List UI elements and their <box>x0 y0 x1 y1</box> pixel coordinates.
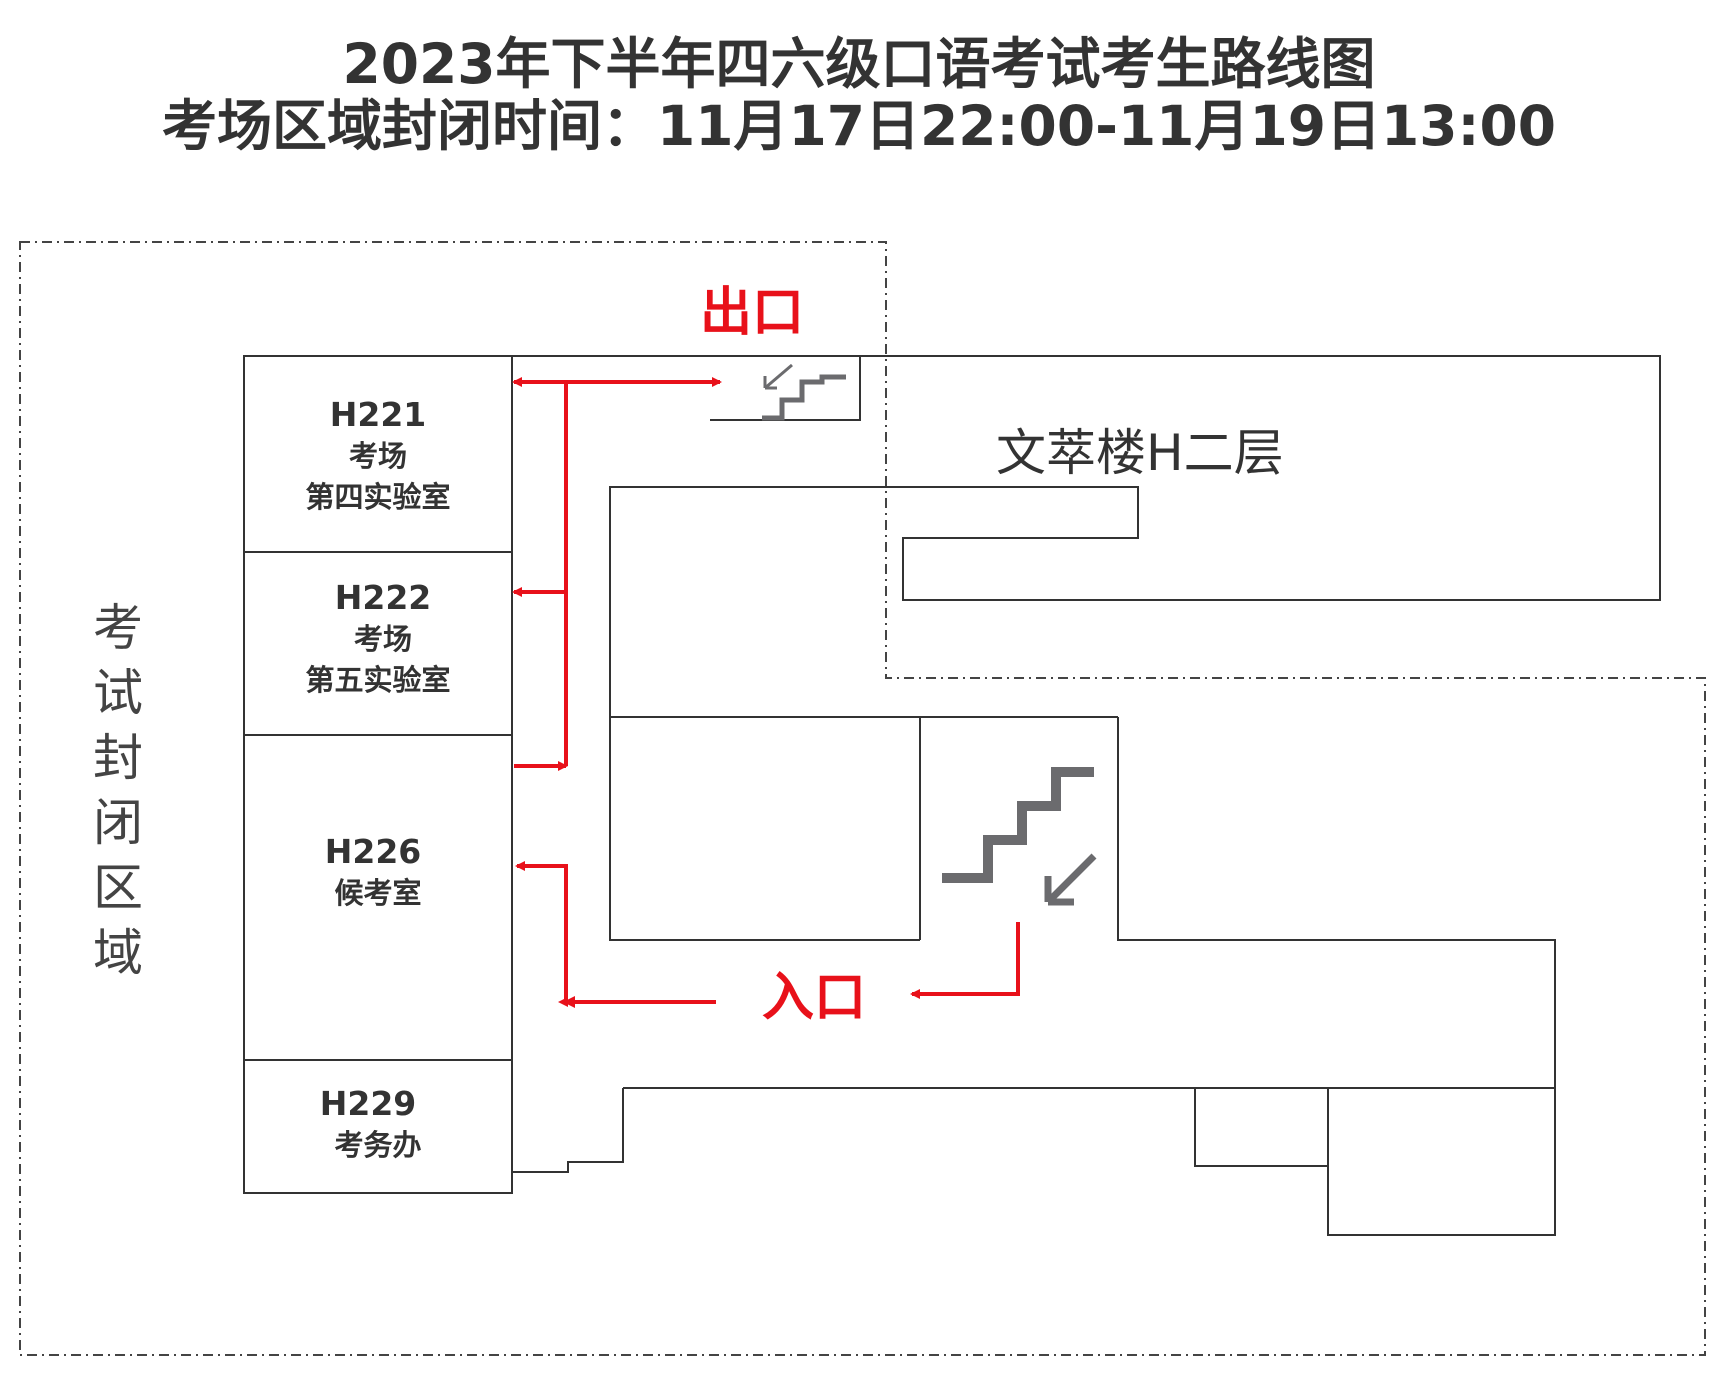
route-from-entrance-stairs <box>910 922 1020 999</box>
closed-zone-label-char: 域 <box>93 924 143 982</box>
route-entrance-to-h226 <box>515 861 716 1004</box>
room-block <box>243 355 513 1194</box>
closed-zone-label-char: 闭 <box>93 794 143 852</box>
closed-zone-label-char: 封 <box>93 729 143 787</box>
map-title: 2023年下半年四六级口语考试考生路线图 <box>342 32 1376 96</box>
route-arrows <box>512 377 1020 1007</box>
closed-zone-label-char: 区 <box>93 859 143 917</box>
room-name-h229: 考务办 <box>334 1128 421 1162</box>
closed-zone-label-char: 考 <box>93 599 143 657</box>
room-code-h229: H229 <box>320 1084 417 1123</box>
room-code-h222: H222 <box>335 578 432 617</box>
closure-time-subtitle: 考场区域封闭时间：11月17日22:00-11月19日13:00 <box>161 94 1557 158</box>
closed-zone-boundary <box>19 241 1706 1356</box>
entrance-arrowhead <box>563 996 575 1008</box>
room-name-h222: 考场 <box>354 622 412 656</box>
room-desc-h221: 第四实验室 <box>305 480 450 514</box>
entrance-stairs-icon <box>942 767 1097 906</box>
room-name-h226: 候考室 <box>334 876 421 910</box>
exit-stairs-icon <box>762 363 846 421</box>
building-label: 文萃楼H二层 <box>996 424 1284 482</box>
room-code-h226: H226 <box>325 832 422 871</box>
building-walls <box>512 355 1661 1236</box>
closed-zone-label-char: 试 <box>93 664 143 722</box>
exit-label: 出口 <box>700 283 804 343</box>
entrance-label: 入口 <box>762 968 866 1028</box>
room-h229 <box>243 1059 513 1194</box>
room-code-h221: H221 <box>330 395 427 434</box>
room-name-h221: 考场 <box>349 439 407 473</box>
room-desc-h222: 第五实验室 <box>305 663 450 697</box>
